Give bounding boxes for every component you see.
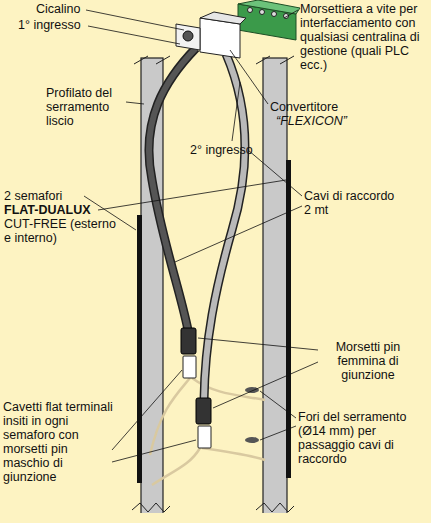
male-pin: [198, 426, 211, 448]
cable-light: [204, 54, 245, 400]
leader-line: [84, 10, 318, 462]
cable-outline: [204, 54, 245, 400]
male-pin: [183, 356, 196, 378]
note: Cavetti flat terminali insiti in ogni se…: [3, 400, 115, 484]
part-name: 2° ingresso: [190, 143, 253, 157]
part-name: CUT-FREE (esterno e interno): [4, 217, 124, 245]
break-ground: [130, 513, 300, 523]
semaphore-bar: [286, 160, 291, 478]
female-pin: [181, 328, 196, 354]
part-name: 1° ingresso: [18, 18, 81, 32]
part-name: “FLEXICON”: [276, 114, 347, 128]
hole: [245, 387, 259, 393]
flexicon-converter: [176, 0, 300, 58]
note: Morsettiera a vite per interfacciamento …: [300, 2, 428, 72]
break-mark: [134, 56, 294, 64]
hole: [245, 437, 259, 443]
part-name: Profilato del serramento liscio: [46, 86, 128, 128]
note: Fori del serramento (Ø14 mm) per passagg…: [298, 410, 428, 466]
part-name: Convertitore: [270, 100, 338, 114]
part-name: Cavi di raccordo 2 mt: [304, 189, 404, 217]
part-name: 2 semafori: [4, 189, 62, 203]
female-pin: [196, 398, 211, 424]
break-mark: [132, 503, 294, 512]
part-name: Cicalino: [36, 2, 80, 16]
part-name: Morsetti pin femmina di giunzione: [318, 340, 418, 382]
cable-dark: [149, 48, 196, 330]
part-name: FLAT-DUALUX: [4, 203, 91, 217]
cable-outline: [149, 48, 196, 330]
semaphore-bar: [137, 215, 142, 483]
